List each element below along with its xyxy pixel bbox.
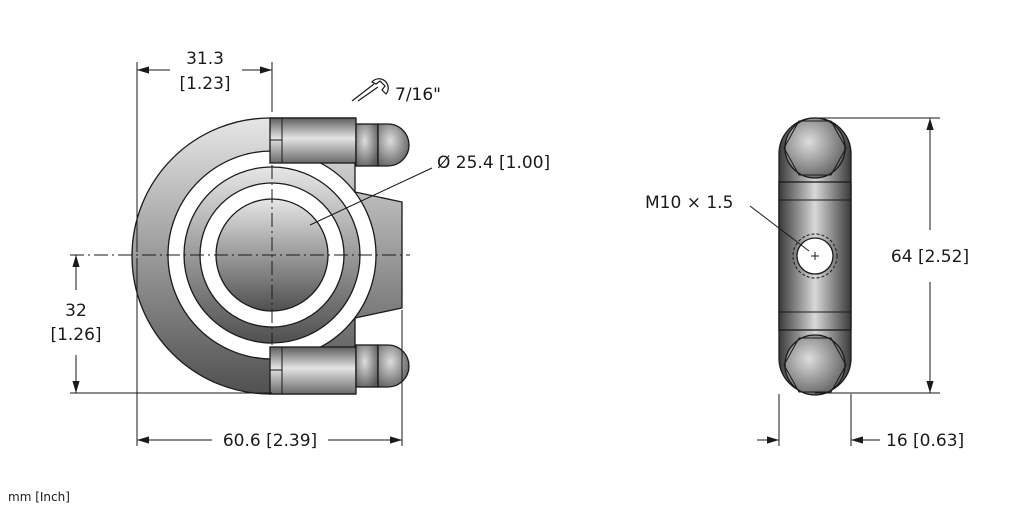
bore-diameter-label: Ø 25.4 [1.00]: [437, 153, 550, 173]
side-upper-nut: [784, 117, 846, 179]
bore-leader-line: [309, 167, 433, 226]
thread-leader-line: [749, 205, 810, 252]
front-view: [70, 117, 410, 395]
side-view: [778, 117, 852, 396]
dim-top-width-in: [1.23]: [179, 74, 230, 94]
lower-nut-dome: [377, 344, 410, 388]
upper-nut-dome: [377, 123, 410, 167]
lower-nut: [355, 344, 379, 388]
wrench-icon: [351, 78, 389, 102]
side-lower-nut-hex: [783, 337, 847, 393]
upper-nut: [355, 123, 379, 167]
thread-label: M10 × 1.5: [645, 193, 733, 213]
side-lower-nut: [784, 334, 846, 396]
lower-bolt-block: [269, 346, 357, 395]
dim-side-height: 64 [2.52]: [891, 247, 969, 267]
dim-height-in: [1.26]: [50, 325, 101, 345]
dim-side-width: 16 [0.63]: [886, 431, 964, 451]
dim-top-width-mm: 31.3: [186, 49, 224, 69]
dim-overall-length: 60.6 [2.39]: [223, 431, 317, 451]
side-upper-nut-hex: [783, 120, 847, 176]
threaded-hole-outer: [792, 233, 838, 279]
wrench-size-label: 7/16": [395, 85, 441, 105]
upper-bolt-block: [269, 117, 357, 164]
dim-height-mm: 32: [65, 301, 87, 321]
units-note: mm [Inch]: [8, 490, 70, 504]
